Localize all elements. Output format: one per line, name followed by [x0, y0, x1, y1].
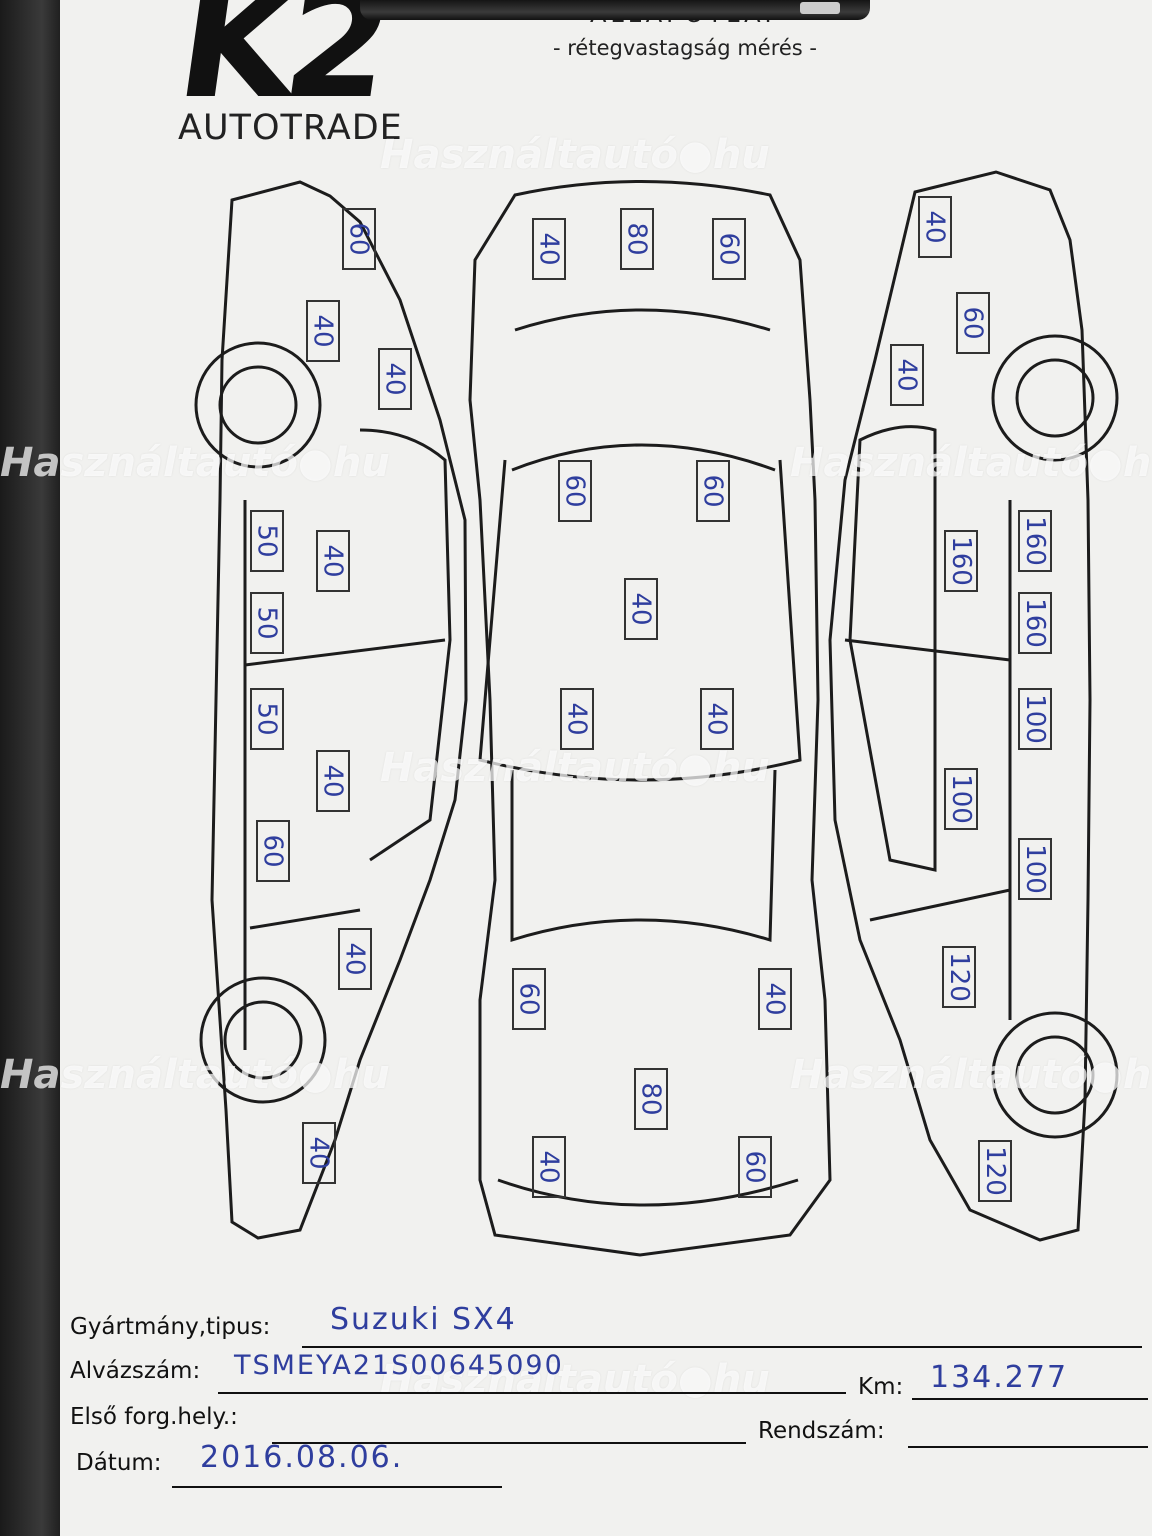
first-reg-line	[272, 1442, 746, 1444]
vin-label: Alvázszám:	[70, 1358, 201, 1384]
measurement-box: 40	[624, 578, 658, 640]
make-line	[302, 1346, 1142, 1348]
km-value: 134.277	[930, 1360, 1069, 1395]
right-side-window	[848, 425, 937, 872]
measurement-box: 40	[700, 688, 734, 750]
date-value: 2016.08.06.	[200, 1440, 404, 1475]
first-reg-label: Első forg.hely.:	[70, 1404, 238, 1430]
top-view-hood	[511, 308, 776, 472]
plate-label: Rendszám:	[758, 1418, 885, 1444]
logo-subtitle: AUTOTRADE	[178, 108, 403, 148]
measurement-box: 60	[738, 1136, 772, 1198]
measurement-box: 40	[302, 1122, 336, 1184]
pen-clip	[800, 2, 840, 14]
measurement-box: 60	[696, 460, 730, 522]
top-view-windshield	[478, 459, 802, 782]
plate-line	[908, 1446, 1148, 1448]
measurement-box: 60	[342, 208, 376, 270]
measurement-box: 40	[532, 218, 566, 280]
measurement-box: 60	[956, 292, 990, 354]
right-side-door-line	[844, 500, 1012, 1020]
make-label: Gyártmány,tipus:	[70, 1314, 271, 1340]
left-side-window	[359, 428, 452, 862]
right-rear-wheel	[991, 1011, 1119, 1139]
vin-value: TSMEYA21S00645090	[234, 1350, 564, 1381]
measurement-box: 120	[978, 1140, 1012, 1202]
sheet-subtitle: - rétegvastagság mérés -	[553, 36, 817, 60]
measurement-box: 40	[918, 196, 952, 258]
measurement-box: 40	[306, 300, 340, 362]
top-view-outline	[468, 180, 832, 1257]
measurement-box: 40	[378, 348, 412, 410]
measurement-box: 40	[532, 1136, 566, 1198]
measurement-box: 60	[512, 968, 546, 1030]
measurement-box: 40	[560, 688, 594, 750]
measurement-box: 100	[1018, 838, 1052, 900]
measurement-box: 60	[256, 820, 290, 882]
right-front-wheel	[991, 334, 1119, 462]
measurement-box: 80	[634, 1068, 668, 1130]
measurement-box: 50	[250, 688, 284, 750]
make-value: Suzuki SX4	[330, 1302, 517, 1337]
date-line	[172, 1486, 502, 1488]
date-label: Dátum:	[76, 1450, 162, 1476]
measurement-box: 80	[620, 208, 654, 270]
km-label: Km:	[858, 1374, 904, 1400]
measurement-box: 50	[250, 592, 284, 654]
measurement-box: 120	[942, 946, 976, 1008]
measurement-box: 50	[250, 510, 284, 572]
measurement-box: 40	[758, 968, 792, 1030]
measurement-box: 40	[316, 530, 350, 592]
measurement-box: 100	[944, 768, 978, 830]
clipboard-edge	[0, 0, 60, 1536]
left-side-door-line	[243, 500, 446, 1050]
left-front-wheel	[194, 341, 322, 469]
measurement-box: 160	[944, 530, 978, 592]
right-side-outline	[828, 170, 1092, 1242]
measurement-box: 100	[1018, 688, 1052, 750]
vin-line	[218, 1392, 846, 1394]
measurement-box: 40	[890, 344, 924, 406]
measurement-box: 60	[712, 218, 746, 280]
left-side-outline	[210, 180, 468, 1240]
pen	[360, 0, 870, 20]
measurement-box: 40	[316, 750, 350, 812]
km-line	[912, 1398, 1148, 1400]
top-view-roof	[510, 769, 777, 943]
left-rear-wheel	[199, 976, 327, 1104]
measurement-box: 160	[1018, 592, 1052, 654]
top-view-trunk	[497, 1178, 799, 1207]
measurement-box: 60	[558, 460, 592, 522]
measurement-box: 160	[1018, 510, 1052, 572]
measurement-box: 40	[338, 928, 372, 990]
